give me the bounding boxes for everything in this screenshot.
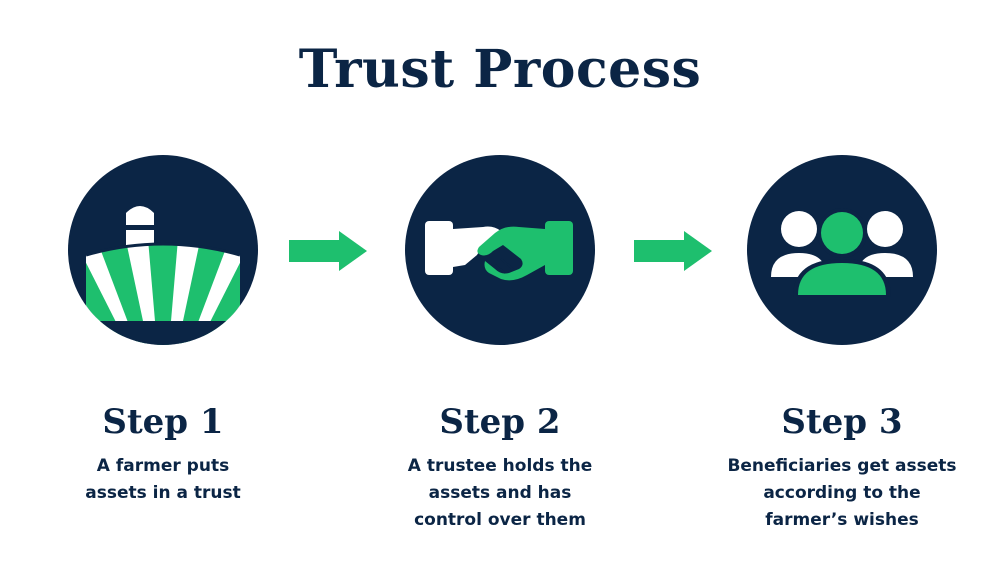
handshake-icon [425,221,573,281]
step-3-line-2: according to the [763,483,921,503]
arrow-right-icon [634,231,712,271]
step-1-line-1: A farmer puts [96,456,230,476]
arrow-right-icon [289,231,367,271]
step-2-icon-circle [405,155,595,345]
step-3-icon-circle [747,155,937,345]
step-3-title: Step 3 [781,402,903,442]
people-group-icon [771,208,913,297]
farm-silo-icon [85,206,241,345]
step-2-description: A trustee holds the assets and has contr… [350,453,650,534]
step-3-line-1: Beneficiaries get assets [727,456,957,476]
step-3-line-3: farmer’s wishes [765,510,919,530]
step-2-title: Step 2 [439,402,561,442]
step-1-description: A farmer puts assets in a trust [13,453,313,507]
step-2-line-1: A trustee holds the [407,456,593,476]
step-1-line-2: assets in a trust [85,483,241,503]
step-3-description: Beneficiaries get assets according to th… [692,453,992,534]
page-title: Trust Process [298,39,702,100]
step-2-line-2: assets and has [428,483,572,503]
step-2-line-3: control over them [414,510,586,530]
step-1-title: Step 1 [102,402,224,442]
step-1-icon-circle [68,155,258,345]
